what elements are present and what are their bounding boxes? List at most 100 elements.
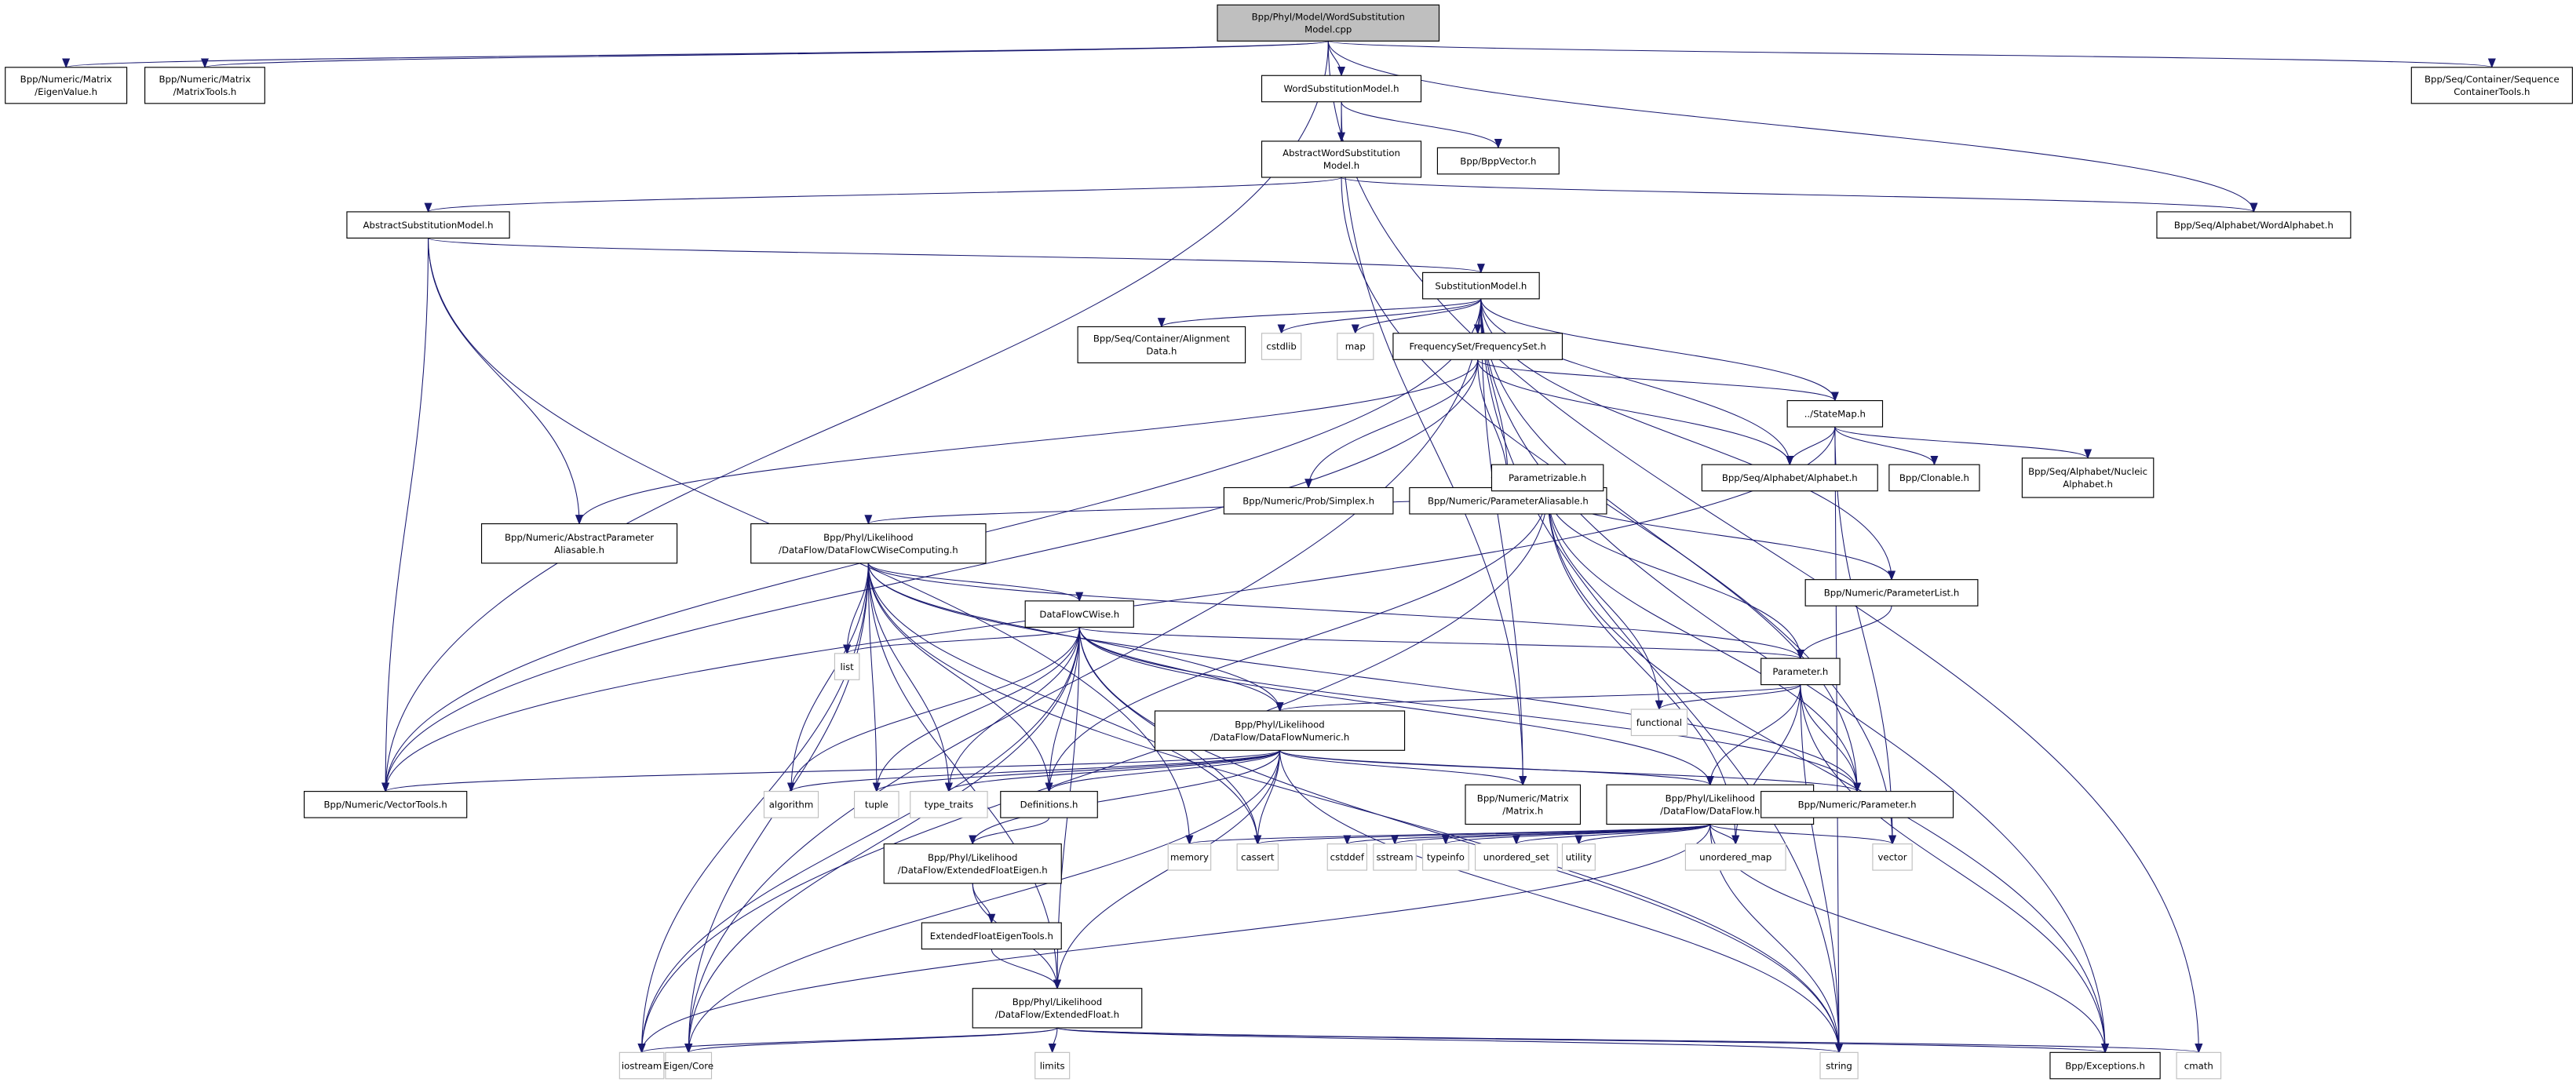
node-memory[interactable]: memory <box>1167 843 1212 871</box>
node-dfnumeric[interactable]: Bpp/Phyl/Likelihood/DataFlow/DataFlowNum… <box>1154 710 1406 751</box>
edge-dataflow-to-vector <box>1709 823 1896 845</box>
edge-freqset-to-vectortools <box>381 359 1479 792</box>
node-paramlist[interactable]: Bpp/Numeric/ParameterList.h <box>1804 579 1979 607</box>
node-definitions[interactable]: Definitions.h <box>1000 791 1098 818</box>
node-label: limits <box>1040 1060 1065 1071</box>
node-box <box>1474 843 1558 871</box>
edge-dfcwise-to-type_traits <box>944 627 1080 792</box>
node-bppvector[interactable]: Bpp/BppVector.h <box>1436 147 1560 175</box>
node-cstddef[interactable]: cstddef <box>1326 843 1368 871</box>
node-tuple[interactable]: tuple <box>853 791 899 818</box>
node-numparameter[interactable]: Bpp/Numeric/Parameter.h <box>1761 791 1954 818</box>
node-box <box>1422 271 1540 300</box>
node-type_traits[interactable]: type_traits <box>910 791 988 818</box>
node-statemap[interactable]: ../StateMap.h <box>1786 400 1884 428</box>
node-parametrizable[interactable]: Parametrizable.h <box>1491 464 1604 492</box>
node-label: /EigenValue.h <box>35 86 97 97</box>
node-root[interactable]: Bpp/Phyl/Model/WordSubstitutionModel.cpp <box>1217 4 1440 42</box>
edge-dfnumeric-to-efeigen <box>969 750 1281 845</box>
edge-parametrizable-to-exceptions <box>1547 490 2110 1054</box>
node-label: cassert <box>1241 852 1275 863</box>
node-box <box>853 791 899 818</box>
node-box <box>834 653 860 680</box>
node-unordered_map[interactable]: unordered_map <box>1684 843 1786 871</box>
edge-substmodel-to-eigencore <box>684 298 1482 1054</box>
node-substmodel[interactable]: SubstitutionModel.h <box>1422 271 1540 300</box>
edge-dfnumeric-to-algorithm <box>787 749 1281 792</box>
node-exceptions[interactable]: Bpp/Exceptions.h <box>2049 1051 2161 1080</box>
edge-dfcwise-to-parameter <box>1078 626 1804 660</box>
node-label: /DataFlow/DataFlowCWiseComputing.h <box>779 545 958 556</box>
node-freqset[interactable]: FrequencySet/FrequencySet.h <box>1392 333 1563 360</box>
node-paramaliasable[interactable]: Bpp/Numeric/ParameterAliasable.h <box>1409 486 1607 515</box>
node-utility[interactable]: utility <box>1561 843 1596 871</box>
node-wsm[interactable]: WordSubstitutionModel.h <box>1261 75 1422 103</box>
node-matrixtools[interactable]: Bpp/Numeric/Matrix/MatrixTools.h <box>144 67 265 104</box>
node-clonable[interactable]: Bpp/Clonable.h <box>1888 464 1980 492</box>
edge-root-to-wordalphabet <box>1327 41 2258 213</box>
node-cstdlib[interactable]: cstdlib <box>1261 333 1302 360</box>
node-label: Bpp/Phyl/Likelihood <box>1013 996 1102 1007</box>
node-eigenvalue[interactable]: Bpp/Numeric/Matrix/EigenValue.h <box>5 67 128 104</box>
node-label: algorithm <box>769 800 813 811</box>
node-limits[interactable]: limits <box>1034 1051 1071 1080</box>
node-label: Bpp/Numeric/AbstractParameter <box>505 532 654 543</box>
edge-dfcwisecomp-to-definitions <box>867 563 1053 792</box>
node-cassert[interactable]: cassert <box>1236 843 1279 871</box>
node-box <box>1465 784 1582 825</box>
edge-statemap-to-nucleic <box>1834 426 2092 460</box>
edge-dfcwise-to-eigencore <box>684 627 1080 1054</box>
node-label: Bpp/Numeric/Matrix <box>20 74 112 85</box>
node-box <box>1261 333 1302 360</box>
node-abssubst[interactable]: AbstractSubstitutionModel.h <box>346 211 510 239</box>
edge-parameter-to-dataflow <box>1706 684 1801 786</box>
edge-extfloat-to-cmath <box>1056 1027 2202 1054</box>
node-box <box>972 988 1143 1029</box>
edge-extfloat-to-eigencore <box>684 1027 1058 1054</box>
node-wordalphabet[interactable]: Bpp/Seq/Alphabet/WordAlphabet.h <box>2156 211 2352 239</box>
node-typeinfo[interactable]: typeinfo <box>1422 843 1469 871</box>
node-alphabet[interactable]: Bpp/Seq/Alphabet/Alphabet.h <box>1701 464 1878 492</box>
node-dfcwise[interactable]: DataFlowCWise.h <box>1024 600 1134 628</box>
node-sstream[interactable]: sstream <box>1373 843 1417 871</box>
node-matrix[interactable]: Bpp/Numeric/Matrix/Matrix.h <box>1465 784 1582 825</box>
node-cmath[interactable]: cmath <box>2176 1051 2222 1080</box>
node-parameter[interactable]: Parameter.h <box>1761 658 1841 686</box>
node-simplex[interactable]: Bpp/Numeric/Prob/Simplex.h <box>1223 486 1394 515</box>
node-dfcwisecomp[interactable]: Bpp/Phyl/Likelihood/DataFlow/DataFlowCWi… <box>750 523 987 564</box>
edge-awsm-to-wordalphabet <box>1341 177 2257 213</box>
node-label: Bpp/Numeric/ParameterAliasable.h <box>1428 495 1589 506</box>
node-box <box>1337 333 1374 360</box>
node-unordered_set[interactable]: unordered_set <box>1474 843 1558 871</box>
node-box <box>2049 1051 2161 1080</box>
node-box <box>1326 843 1368 871</box>
node-eigencore[interactable]: Eigen/Core <box>663 1051 713 1080</box>
node-seqconttools[interactable]: Bpp/Seq/Container/SequenceContainerTools… <box>2410 67 2573 104</box>
node-vector[interactable]: vector <box>1872 843 1913 871</box>
node-box <box>480 523 678 564</box>
node-label: cmath <box>2184 1060 2213 1071</box>
edge-dfcwisecomp-to-extfloat <box>867 563 1062 989</box>
edge-dataflow-to-memory <box>1186 823 1711 845</box>
node-vectortools[interactable]: Bpp/Numeric/VectorTools.h <box>303 791 468 818</box>
node-label: /DataFlow/ExtendedFloatEigen.h <box>898 865 1048 876</box>
edge-substmodel-to-alignmentdata <box>1158 298 1482 328</box>
node-extfloat[interactable]: Bpp/Phyl/Likelihood/DataFlow/ExtendedFlo… <box>972 988 1143 1029</box>
edge-extfloat-to-limits <box>1048 1027 1058 1054</box>
node-algorithm[interactable]: algorithm <box>763 791 819 818</box>
node-list[interactable]: list <box>834 653 860 680</box>
node-efeigentools[interactable]: ExtendedFloatEigenTools.h <box>921 922 1062 950</box>
node-efeigen[interactable]: Bpp/Phyl/Likelihood/DataFlow/ExtendedFlo… <box>883 843 1062 884</box>
node-functional[interactable]: functional <box>1630 709 1688 737</box>
edge-abssubst-to-absparamaliasable <box>428 238 584 525</box>
node-label: string <box>1826 1060 1852 1071</box>
node-iostream[interactable]: iostream <box>618 1051 665 1080</box>
node-box <box>303 791 468 818</box>
edge-efeigentools-to-extfloat <box>991 949 1061 989</box>
node-string[interactable]: string <box>1819 1051 1859 1080</box>
node-map[interactable]: map <box>1337 333 1374 360</box>
